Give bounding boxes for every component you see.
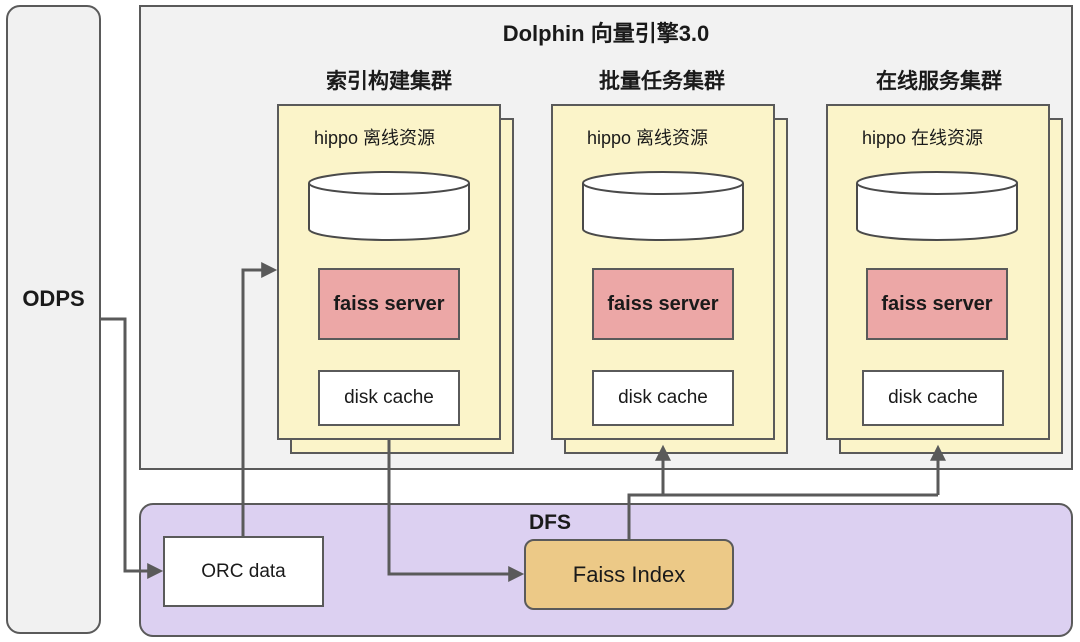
orc-data-box: ORC data	[163, 536, 324, 607]
segment-cylinder	[582, 171, 744, 241]
resource-label: hippo 离线资源	[314, 128, 436, 148]
segment-cylinder	[308, 171, 470, 241]
arrow-index-to-clusters-trunk	[627, 493, 938, 539]
engine-title: Dolphin 向量引擎3.0	[502, 21, 710, 46]
faiss-index-box: Faiss Index	[524, 539, 734, 610]
arrow-build-to-faiss-index	[387, 440, 525, 582]
faiss-server-box: faiss server	[592, 268, 734, 340]
disk-cache-box: disk cache	[592, 370, 734, 426]
cluster-title-online: 在线服务集群	[876, 70, 1002, 93]
resource-label: hippo 离线资源	[587, 128, 709, 148]
disk-cache-box: disk cache	[318, 370, 460, 426]
odps-label: ODPS	[22, 286, 85, 311]
cluster-title-index-build: 索引构建集群	[326, 70, 452, 93]
faiss-server-box: faiss server	[866, 268, 1008, 340]
dfs-label: DFS	[529, 511, 571, 534]
faiss-server-box: faiss server	[318, 268, 460, 340]
arrow-orc-to-index-build	[241, 262, 278, 536]
cluster-title-batch: 批量任务集群	[599, 70, 725, 93]
disk-cache-box: disk cache	[862, 370, 1004, 426]
segment-cylinder	[856, 171, 1018, 241]
arrow-odps-to-orc	[101, 317, 164, 579]
resource-label: hippo 在线资源	[862, 128, 984, 148]
odps-panel	[6, 5, 101, 634]
